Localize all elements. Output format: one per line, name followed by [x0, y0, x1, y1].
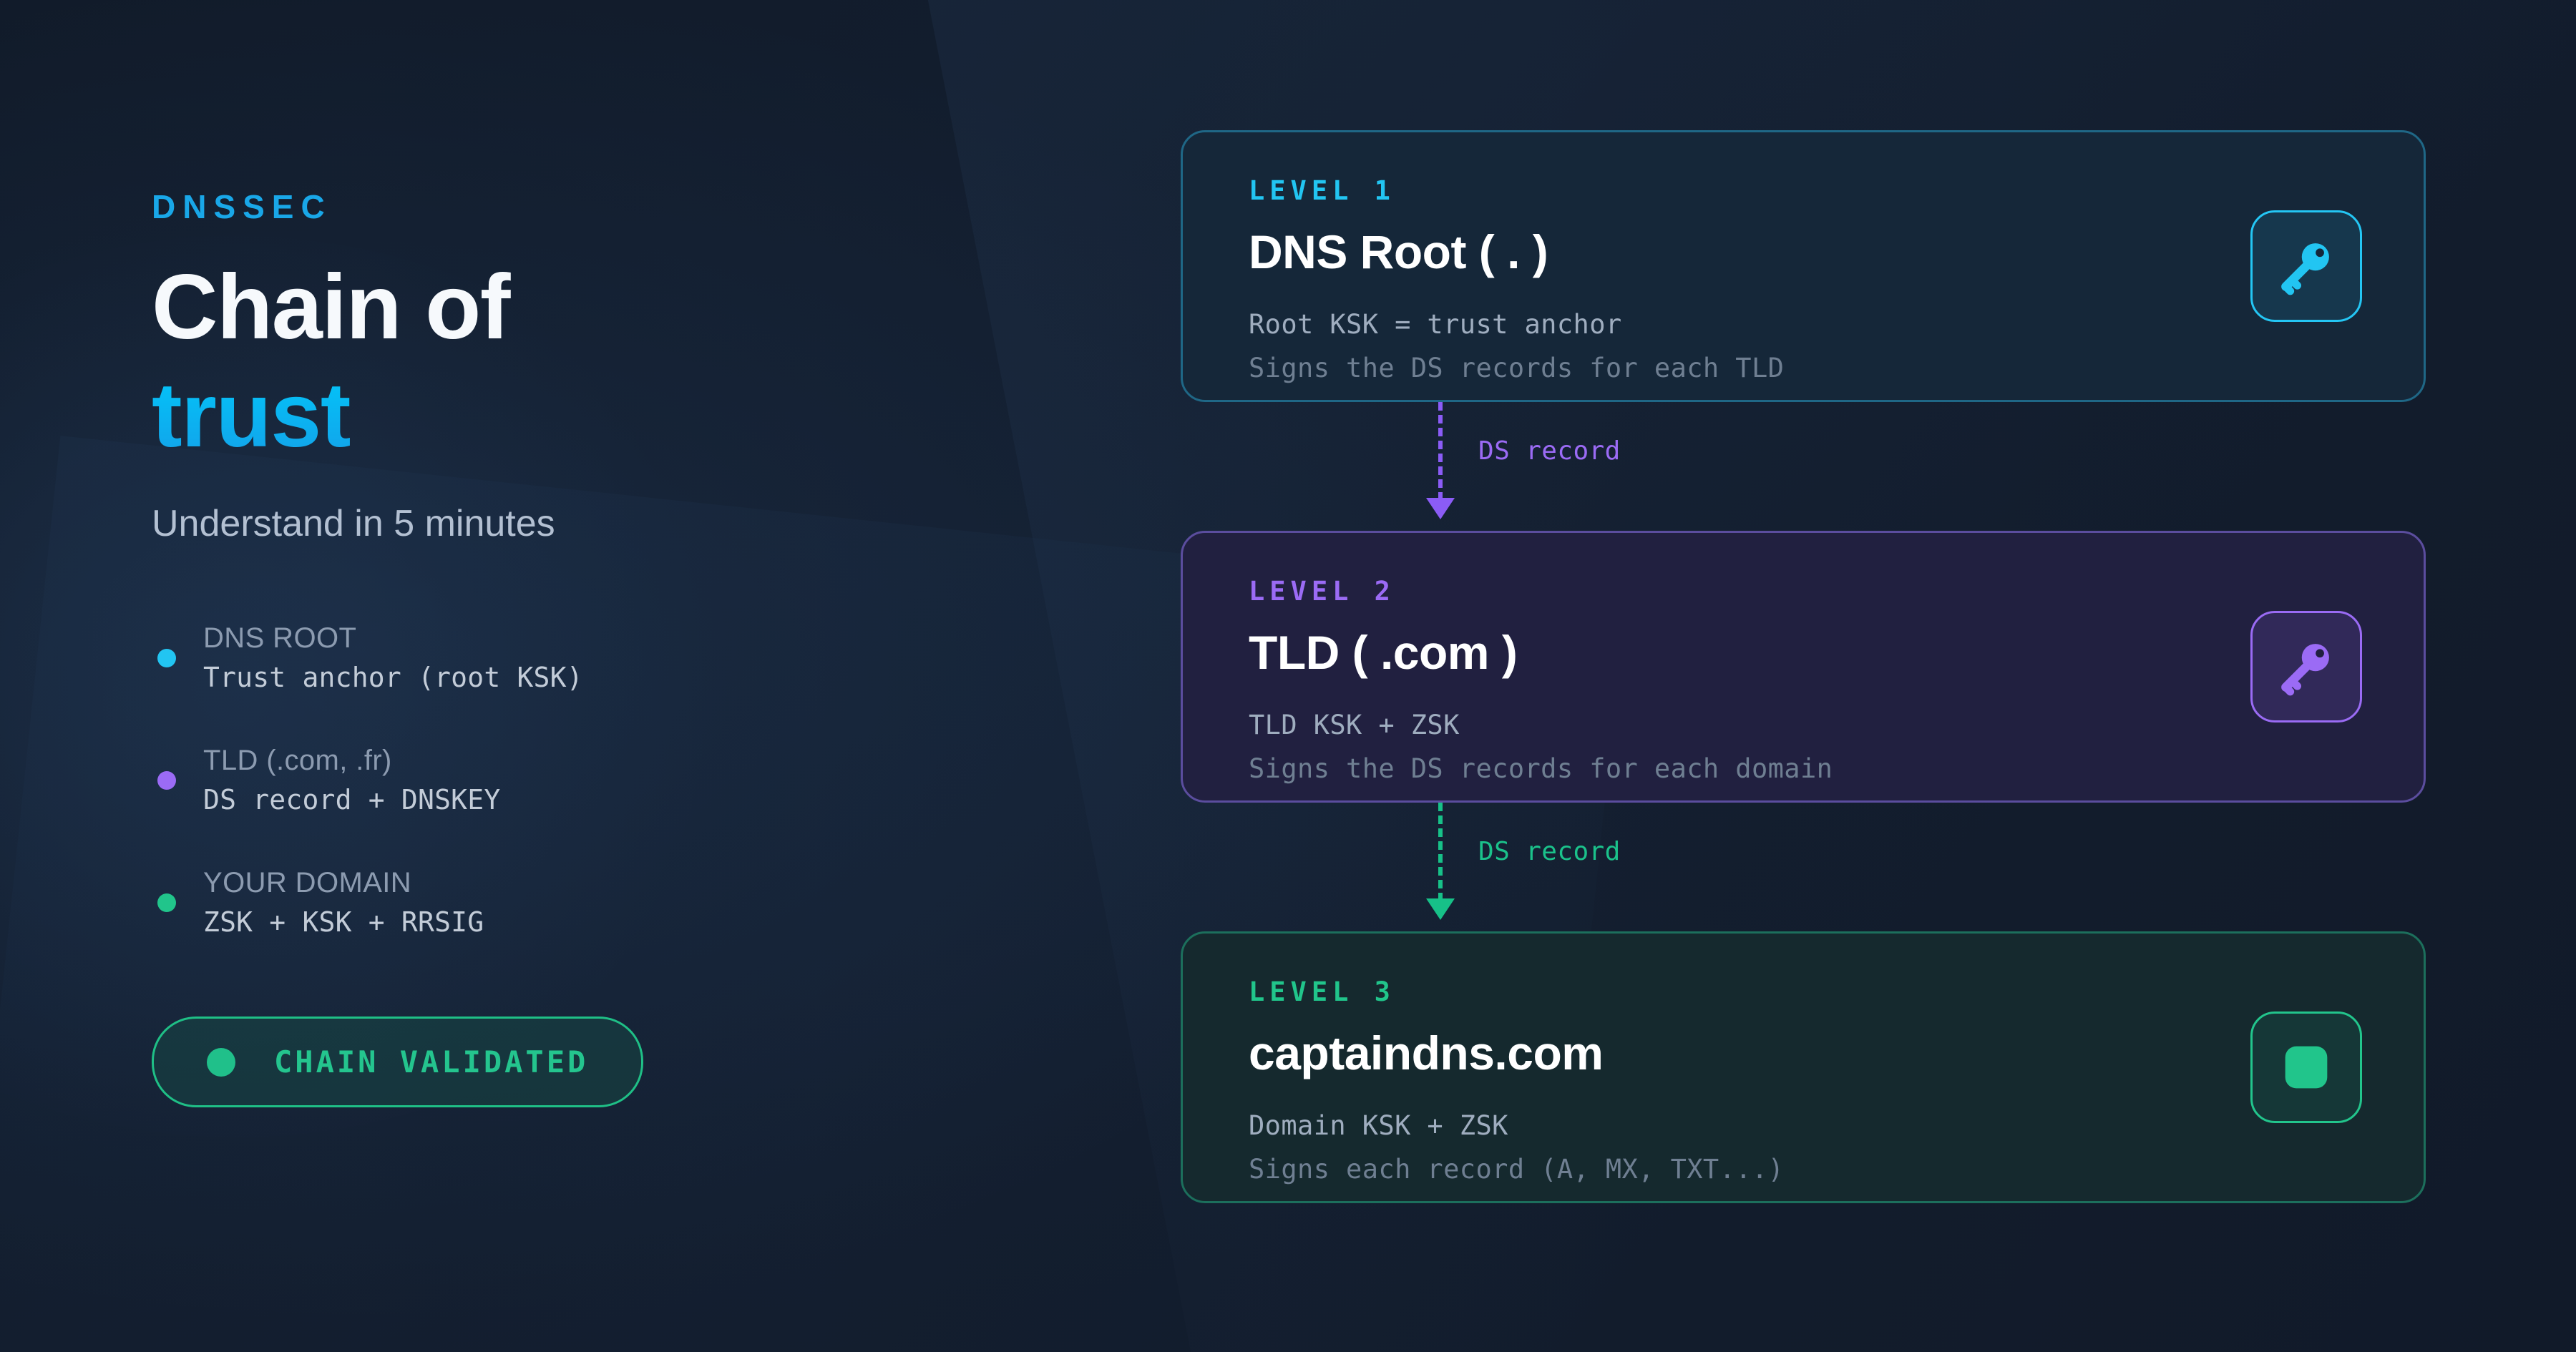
list-item-value: ZSK + KSK + RRSIG: [203, 906, 484, 939]
bullet-dot-icon: [157, 770, 176, 790]
headline-line-2: trust: [152, 361, 1082, 469]
eyebrow-label: DNSSEC: [152, 188, 332, 225]
card-level-label: LEVEL 1: [1249, 175, 1395, 206]
trust-level-list: DNS ROOT Trust anchor (root KSK) TLD (.c…: [152, 622, 1082, 938]
card-title: captaindns.com: [1249, 1027, 1604, 1079]
list-item: YOUR DOMAIN ZSK + KSK + RRSIG: [152, 867, 1082, 938]
card-subtitle: Domain KSK + ZSK: [1249, 1110, 1508, 1141]
status-dot-icon: [207, 1047, 235, 1077]
chain-of-trust-diagram: LEVEL 1 DNS Root ( . ) Root KSK = trust …: [1181, 130, 2426, 1203]
headline-line-1: Chain of: [152, 256, 510, 358]
key-icon: [2250, 210, 2362, 322]
bullet-dot-icon: [157, 648, 176, 667]
left-panel: DNSSEC Chain of trust Understand in 5 mi…: [152, 187, 1082, 1108]
connector-level-1-to-2: DS record: [1181, 402, 2426, 531]
list-item-label: TLD (.com, .fr): [203, 745, 392, 777]
bullet-dot-icon: [157, 893, 176, 912]
card-level-label: LEVEL 3: [1249, 976, 1395, 1007]
arrow-down-icon: [1426, 498, 1455, 519]
card-description: Signs the DS records for each TLD: [1249, 353, 1785, 383]
card-description: Signs each record (A, MX, TXT...): [1249, 1154, 1785, 1185]
chain-card-level-2[interactable]: LEVEL 2 TLD ( .com ) TLD KSK + ZSK Signs…: [1181, 531, 2426, 803]
connector-level-2-to-3: DS record: [1181, 803, 2426, 931]
chain-card-level-3[interactable]: LEVEL 3 captaindns.com Domain KSK + ZSK …: [1181, 931, 2426, 1203]
card-title: DNS Root ( . ): [1249, 225, 1548, 278]
card-title: TLD ( .com ): [1249, 626, 1518, 679]
key-icon: [2250, 611, 2362, 722]
chain-card-level-1[interactable]: LEVEL 1 DNS Root ( . ) Root KSK = trust …: [1181, 130, 2426, 402]
list-item-value: Trust anchor (root KSK): [203, 662, 583, 694]
connector-label: DS record: [1478, 837, 1621, 866]
list-item: TLD (.com, .fr) DS record + DNSKEY: [152, 745, 1082, 815]
card-level-label: LEVEL 2: [1249, 576, 1395, 607]
list-item-label: YOUR DOMAIN: [203, 867, 412, 899]
page-title: Chain of trust: [152, 253, 1082, 469]
connector-line: [1438, 402, 1443, 501]
page-subtitle: Understand in 5 minutes: [152, 503, 555, 545]
rounded-square-icon: [2250, 1011, 2362, 1123]
card-description: Signs the DS records for each domain: [1249, 753, 1833, 784]
list-item: DNS ROOT Trust anchor (root KSK): [152, 622, 1082, 693]
connector-line: [1438, 803, 1443, 901]
list-item-value: DS record + DNSKEY: [203, 784, 501, 816]
status-badge-label: CHAIN VALIDATED: [274, 1044, 589, 1080]
arrow-down-icon: [1426, 898, 1455, 920]
card-subtitle: Root KSK = trust anchor: [1249, 309, 1622, 340]
connector-label: DS record: [1478, 436, 1621, 466]
chain-validated-badge[interactable]: CHAIN VALIDATED: [152, 1017, 644, 1108]
list-item-label: DNS ROOT: [203, 622, 357, 655]
card-subtitle: TLD KSK + ZSK: [1249, 710, 1460, 740]
